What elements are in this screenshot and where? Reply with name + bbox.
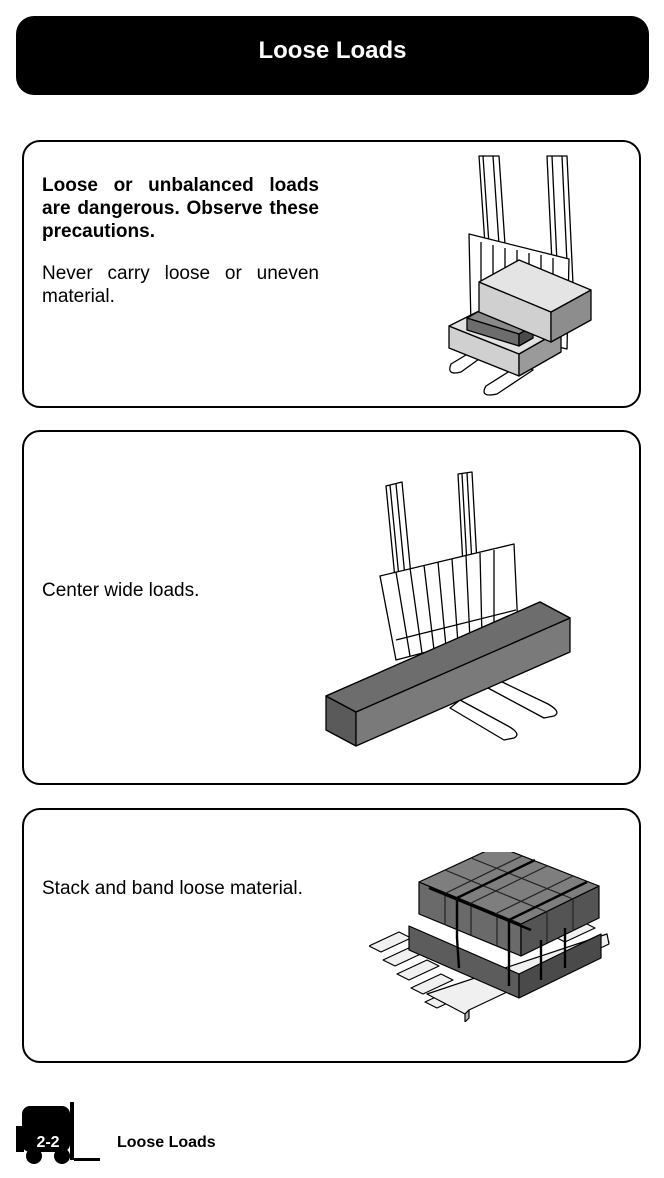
footer-section-label: Loose Loads bbox=[117, 1134, 216, 1151]
section-wide-loads: Center wide loads. bbox=[22, 430, 641, 785]
page-header: Loose Loads bbox=[16, 16, 649, 95]
forklift-wide-load-illustration bbox=[325, 471, 571, 747]
section-loose-uneven: Loose or unbalanced loads are dangerous.… bbox=[22, 140, 641, 408]
section-stack-band: Stack and band loose material. bbox=[22, 808, 641, 1063]
warning-text: Loose or unbalanced loads are dangerous.… bbox=[42, 175, 319, 242]
forklift-uneven-load-illustration bbox=[448, 155, 592, 396]
instruction-text: Center wide loads. bbox=[42, 580, 200, 601]
banded-pallet-load-illustration bbox=[369, 852, 610, 1022]
instruction-text: Stack and band loose material. bbox=[42, 878, 303, 899]
page-number: 2-2 bbox=[36, 1134, 60, 1151]
instruction-text: Never carry loose or uneven material. bbox=[42, 263, 319, 307]
forklift-icon bbox=[16, 1102, 100, 1164]
page-title: Loose Loads bbox=[258, 36, 407, 64]
